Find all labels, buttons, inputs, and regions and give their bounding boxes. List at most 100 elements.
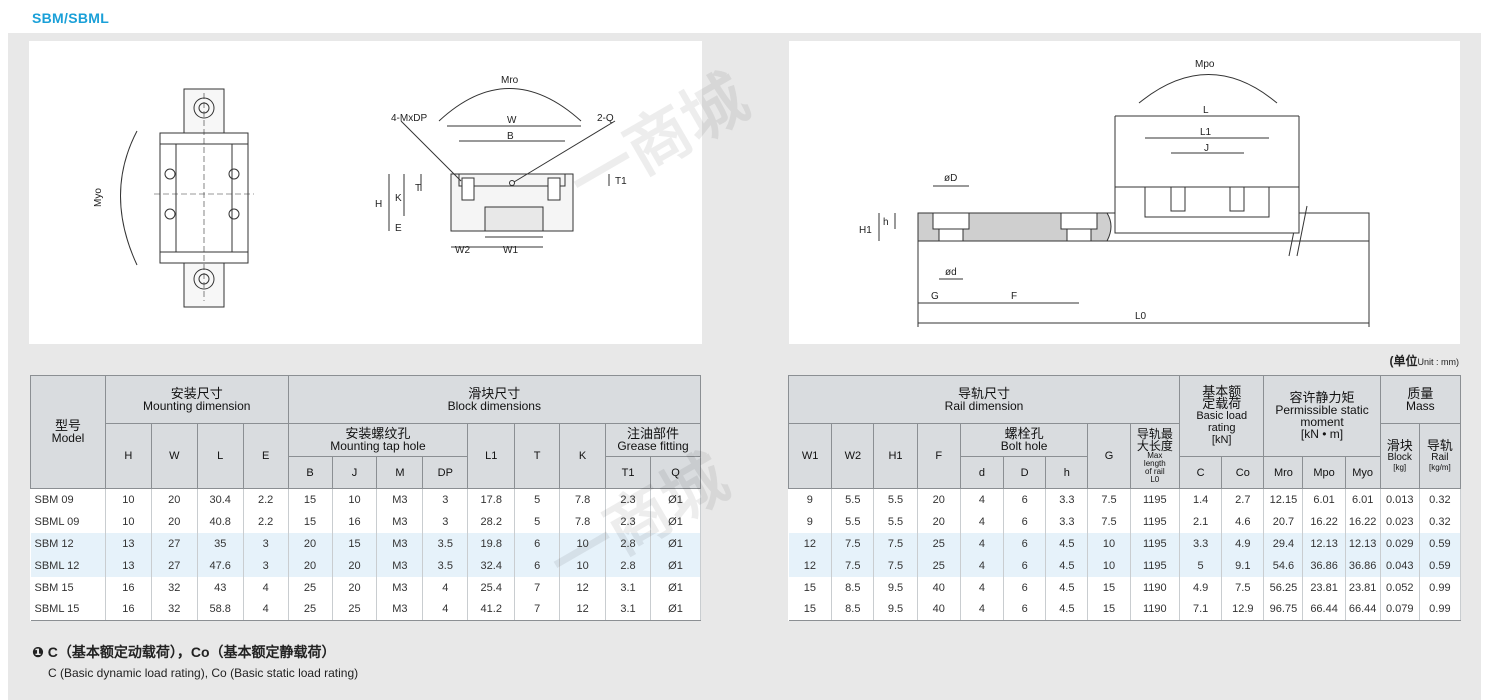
cell-myo: 23.81 — [1345, 576, 1381, 599]
cell-mro: 12.15 — [1263, 488, 1304, 511]
cell-co: 9.1 — [1221, 554, 1265, 577]
cell-block: 0.023 — [1380, 510, 1420, 533]
col-H1: H1 — [873, 423, 918, 489]
col-G: G — [1087, 423, 1131, 489]
cell-t1: 2.3 — [605, 510, 651, 533]
cell-k: 10 — [559, 554, 607, 577]
rail-drawing-panel: Mpo L L1 J øD ød H1 h G F L0 — [789, 41, 1460, 344]
cell-co: 2.7 — [1221, 488, 1265, 511]
cell-dp: 3.5 — [422, 532, 469, 555]
cell-d: 4 — [960, 510, 1005, 533]
label-b: B — [507, 131, 514, 142]
cell-g: 15 — [1087, 576, 1131, 599]
col-Mpo: Mpo — [1302, 456, 1346, 489]
label-mxdp: 4-MxDP — [391, 113, 427, 124]
cell-j: 10 — [332, 488, 378, 511]
cell-h1: 9.5 — [873, 576, 918, 599]
cell-dp: 3 — [422, 510, 469, 533]
label-q: 2-Q — [597, 113, 614, 124]
cell-l: 43 — [197, 576, 244, 599]
label-mpo: Mpo — [1195, 59, 1215, 70]
note-line-1: C（基本额定动载荷），Co（基本额定静载荷） — [47, 644, 336, 660]
cell-g: 10 — [1087, 532, 1131, 555]
cell-h1: 5.5 — [873, 488, 918, 511]
label-l0: L0 — [1135, 311, 1147, 322]
cell-t: 6 — [514, 554, 561, 577]
cell-l1: 17.8 — [467, 488, 516, 511]
cell-l0: 1195 — [1130, 554, 1181, 577]
col-DP: DP — [422, 456, 469, 489]
cell-block: 0.029 — [1380, 532, 1420, 555]
cell-k: 10 — [559, 532, 607, 555]
cell-h: 4.5 — [1045, 598, 1089, 621]
label-h: H — [375, 199, 382, 210]
page-title: SBM/SBML — [32, 10, 110, 26]
label-mro: Mro — [501, 75, 519, 86]
cell-model: SBML 15 — [30, 598, 106, 621]
cell-j: 20 — [332, 576, 378, 599]
cell-w: 32 — [151, 598, 198, 621]
cell-q: Ø1 — [650, 488, 702, 511]
label-od-D: øD — [944, 173, 957, 184]
cell-m: M3 — [376, 554, 424, 577]
cell-rail: 0.99 — [1419, 576, 1462, 599]
cell-e: 2.2 — [243, 510, 289, 533]
cell-m: M3 — [376, 510, 424, 533]
label-g: G — [931, 291, 939, 302]
col-T: T — [514, 423, 561, 489]
label-t1: T1 — [615, 176, 627, 187]
col-L1: L1 — [467, 423, 516, 489]
cell-l: 30.4 — [197, 488, 244, 511]
cell-e: 3 — [243, 554, 289, 577]
cell-l: 35 — [197, 532, 244, 555]
cell-dp: 3 — [422, 488, 469, 511]
cell-h: 3.3 — [1045, 488, 1089, 511]
label-w2: W2 — [455, 245, 470, 256]
cell-d: 4 — [960, 576, 1005, 599]
cell-t: 5 — [514, 488, 561, 511]
col-H: H — [104, 423, 152, 489]
label-t: T — [415, 183, 421, 194]
label-l: L — [1203, 105, 1209, 116]
cell-mpo: 36.86 — [1302, 554, 1346, 577]
col-B: B — [287, 456, 333, 489]
cell-w1: 9 — [788, 488, 833, 511]
cell-c: 1.4 — [1179, 488, 1223, 511]
cell-rail: 0.59 — [1419, 532, 1462, 555]
cell-h1: 9.5 — [873, 598, 918, 621]
cell-w2: 8.5 — [831, 598, 875, 621]
label-od-d: ød — [945, 267, 957, 278]
cell-model: SBM 12 — [30, 532, 106, 555]
col-h: h — [1045, 456, 1089, 489]
cell-c: 2.1 — [1179, 510, 1223, 533]
cell-f: 20 — [917, 510, 961, 533]
cell-mpo: 12.13 — [1302, 532, 1346, 555]
cell-f: 25 — [917, 554, 961, 577]
cell-w2: 7.5 — [831, 532, 875, 555]
cell-j: 16 — [332, 510, 378, 533]
cell-c: 7.1 — [1179, 598, 1223, 621]
cell-w1: 12 — [788, 554, 833, 577]
cell-h: 4.5 — [1045, 576, 1089, 599]
cell-l1: 28.2 — [467, 510, 516, 533]
cell-d: 6 — [1003, 488, 1047, 511]
cell-myo: 6.01 — [1345, 488, 1381, 511]
cell-k: 12 — [559, 576, 607, 599]
cell-h1: 7.5 — [873, 554, 918, 577]
cell-t: 7 — [514, 598, 561, 621]
cell-mpo: 6.01 — [1302, 488, 1346, 511]
cell-f: 20 — [917, 488, 961, 511]
label-l1: L1 — [1200, 127, 1212, 138]
cell-model: SBM 15 — [30, 576, 106, 599]
col-Co: Co — [1221, 456, 1265, 489]
label-h: h — [883, 217, 889, 228]
